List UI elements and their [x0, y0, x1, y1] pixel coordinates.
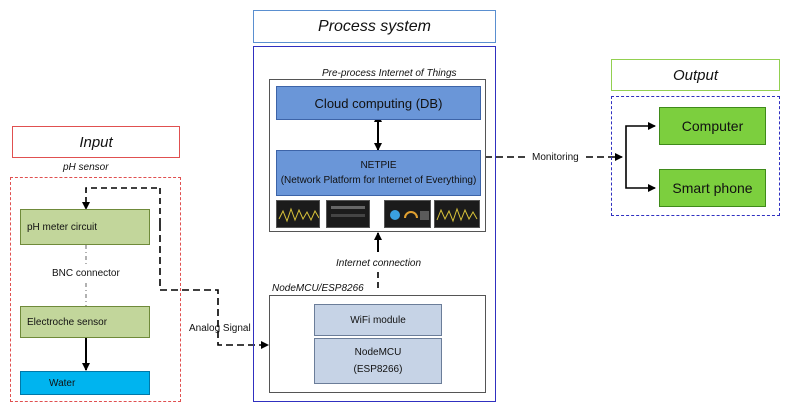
- waveform-icon: [436, 207, 478, 223]
- dashboard-thumbnail-1: [276, 200, 320, 228]
- output-header: Output: [611, 59, 780, 91]
- netpie-title: NETPIE: [360, 160, 397, 171]
- analog-signal-label: Analog Signal: [189, 323, 251, 334]
- output-header-label: Output: [672, 66, 719, 84]
- waveform-icon: [278, 207, 319, 223]
- bnc-connector-label: BNC connector: [52, 268, 120, 279]
- nodemcu-esp8266-label: NodeMCU/ESP8266: [272, 283, 364, 294]
- nodemcu-frame: [269, 295, 486, 393]
- process-group-frame: [253, 46, 496, 402]
- netpie-subtitle: (Network Platform for Internet of Everyt…: [280, 175, 477, 186]
- water-label: Water: [49, 377, 76, 389]
- nodemcu-line2: (ESP8266): [353, 364, 403, 375]
- analog-signal-path: [159, 224, 269, 349]
- smart-phone-box: Smart phone: [659, 169, 766, 207]
- ph-meter-circuit-label: pH meter circuit: [27, 221, 98, 233]
- cloud-computing-label: Cloud computing (DB): [314, 95, 443, 111]
- nodemcu-box: NodeMCU (ESP8266): [314, 338, 442, 384]
- monitoring-label: Monitoring: [532, 152, 579, 163]
- electrode-sensor-box: Electroche sensor: [20, 306, 150, 338]
- process-header: Process system: [253, 10, 496, 43]
- cloud-computing-box: Cloud computing (DB): [276, 86, 481, 120]
- fork-to-phone: [625, 157, 656, 192]
- water-box: Water: [20, 371, 150, 395]
- ph-meter-circuit-box: pH meter circuit: [20, 209, 150, 245]
- dashboard-thumbnail-2: [326, 200, 370, 228]
- process-header-label: Process system: [318, 17, 431, 35]
- ph-loop-top: [82, 187, 160, 210]
- output-group-frame: [611, 96, 780, 216]
- nodemcu-line1: NodeMCU: [354, 347, 402, 358]
- electrode-sensor-label: Electroche sensor: [27, 316, 108, 328]
- internet-connection-label: Internet connection: [336, 258, 422, 269]
- input-group-frame: [10, 177, 181, 402]
- dashboard-thumbnail-3: [384, 200, 431, 228]
- smart-phone-label: Smart phone: [672, 180, 753, 196]
- computer-label: Computer: [681, 118, 744, 134]
- gauge-icons: [390, 210, 429, 220]
- input-header-label: Input: [79, 133, 113, 151]
- dashboard-thumbnail-4: [434, 200, 480, 228]
- wifi-module-box: WiFi module: [314, 304, 442, 336]
- iot-label: Pre-process Internet of Things: [322, 68, 457, 79]
- netpie-box: NETPIE (Network Platform for Internet of…: [276, 150, 481, 196]
- computer-box: Computer: [659, 107, 766, 145]
- wifi-module-label: WiFi module: [350, 314, 406, 326]
- iot-frame: [269, 79, 486, 232]
- ph-sensor-label: pH sensor: [63, 162, 109, 173]
- input-header: Input: [12, 126, 180, 158]
- fork-to-computer: [625, 122, 656, 157]
